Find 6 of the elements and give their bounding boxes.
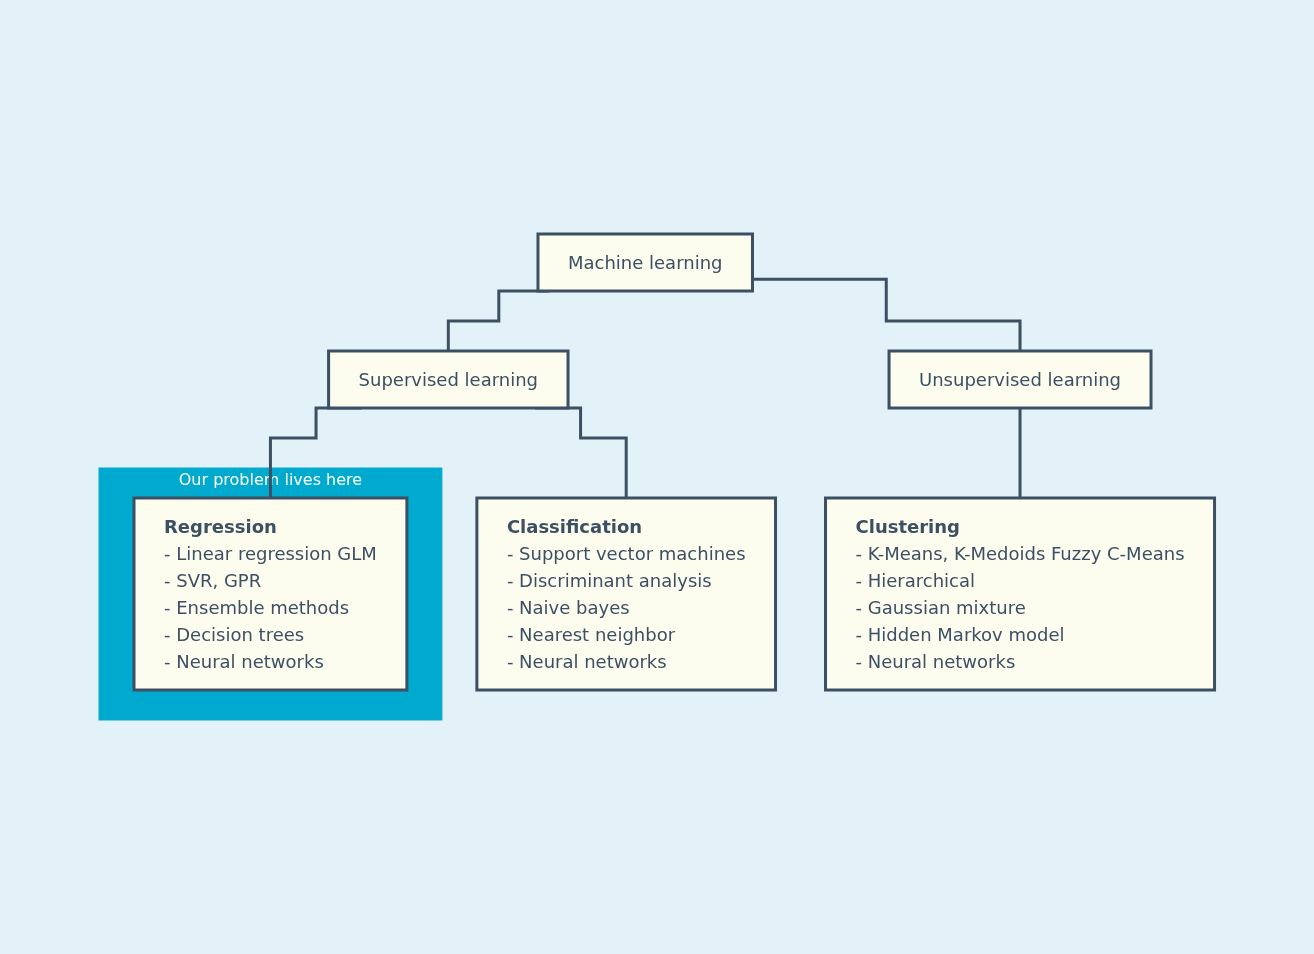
node-box: Supervised learning	[327, 349, 570, 410]
node-box: Regression - Linear regression GLM - SVR, GPR - Ensemble methods - Decision trees - Neural networks	[132, 496, 409, 692]
node-box: Machine learning	[536, 232, 755, 293]
node-box: Unsupervised learning	[887, 349, 1153, 410]
node-box: Classification - Support vector machines - Discriminant analysis - Naive bayes - Nearest neighbor - Neural networks	[475, 496, 778, 692]
node-box: Clustering - K-Means, K-Medoids Fuzzy C-Means - Hierarchical - Gaussian mixture - Hidden Markov model - Neural networks	[824, 496, 1217, 692]
